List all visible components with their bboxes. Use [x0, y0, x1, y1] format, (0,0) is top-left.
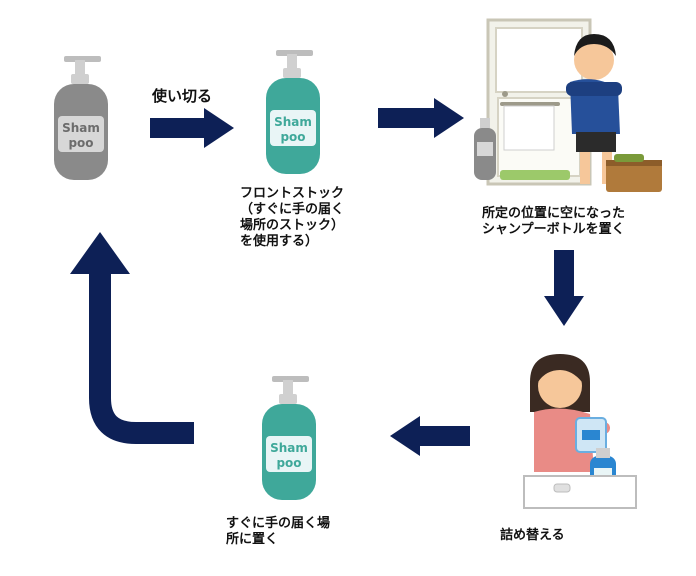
teal-shampoo-bottle-icon: Sham poo: [262, 376, 316, 500]
bottle-label-text: poo: [280, 130, 305, 144]
step-label-refill: 詰め替える: [500, 528, 565, 543]
boy-undressing-bathroom-icon: [474, 18, 662, 192]
bottle-label-text: Sham: [274, 115, 312, 129]
arrow-return-icon: [70, 232, 194, 444]
arrow-left-icon: [390, 416, 470, 456]
bottle-label-text: Sham: [270, 441, 308, 455]
arrow-right-icon: [150, 108, 234, 148]
girl-refilling-bottle-icon: [523, 354, 637, 509]
bottle-label-text: poo: [68, 136, 93, 150]
bottle-label-text: poo: [276, 456, 301, 470]
step-label-place-empty: 所定の位置に空になった シャンプーボトルを置く: [482, 206, 626, 237]
arrow-right-icon: [378, 98, 464, 138]
teal-shampoo-bottle-icon: Sham poo: [266, 50, 320, 174]
step-label-front-stock: フロントストック （すぐに手の届く 場所のストック） を使用する）: [240, 186, 345, 249]
gray-shampoo-bottle-icon: Sham poo: [54, 56, 108, 180]
bottle-label-text: Sham: [62, 121, 100, 135]
step-label-place-near: すぐに手の届く場 所に置く: [226, 516, 331, 547]
arrow-down-icon: [544, 250, 584, 326]
step-label-use-up: 使い切る: [152, 87, 213, 105]
